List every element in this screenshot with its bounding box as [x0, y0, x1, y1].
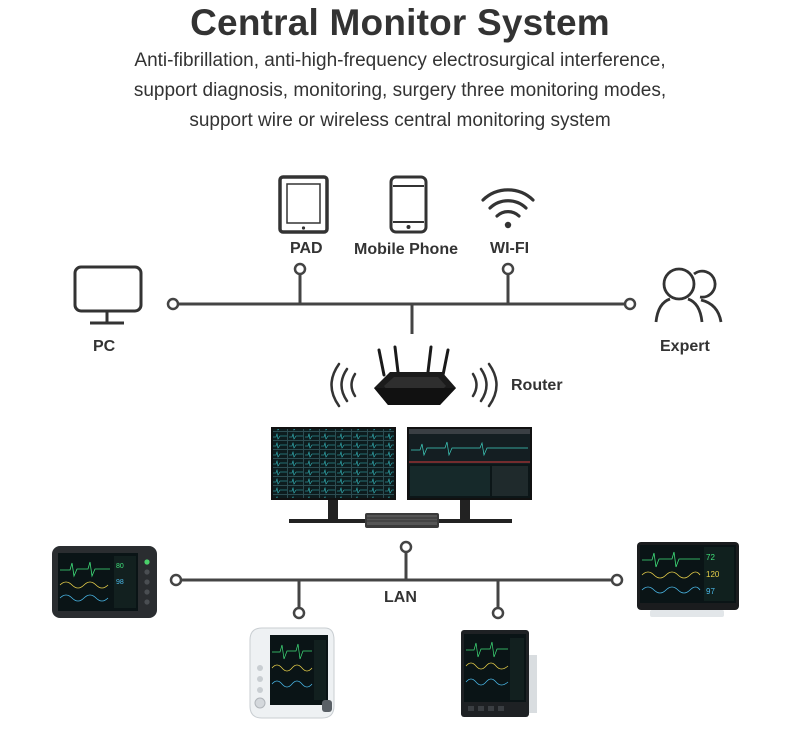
central-station-right-monitor	[407, 427, 532, 523]
pc-label: PC	[93, 338, 116, 355]
tablet-icon	[278, 175, 329, 234]
router-label: Router	[511, 377, 563, 394]
svg-text:72: 72	[706, 553, 715, 562]
subtitle-line-3: support wire or wireless central monitor…	[189, 110, 611, 131]
desktop-monitor-icon	[73, 265, 143, 325]
subtitle-line-1: Anti-fibrillation, anti-high-frequency e…	[134, 50, 666, 71]
top-network-bus	[166, 262, 637, 334]
patient-monitor-bottom-left	[249, 627, 335, 719]
patient-monitor-right: 72 120 97	[637, 542, 739, 617]
svg-text:120: 120	[706, 570, 720, 579]
svg-text:98: 98	[116, 579, 124, 586]
expert-label: Expert	[660, 338, 710, 355]
wifi-icon	[481, 188, 535, 229]
lan-bus	[169, 540, 624, 620]
mobile-phone-label: Mobile Phone	[354, 241, 458, 258]
pad-label: PAD	[290, 240, 323, 257]
svg-text:80: 80	[116, 563, 124, 570]
wifi-label: WI-FI	[490, 240, 530, 257]
patient-monitor-left: 80 98	[52, 546, 157, 618]
subtitle-line-2: support diagnosis, monitoring, surgery t…	[133, 80, 667, 101]
users-icon	[654, 267, 723, 323]
router-icon	[330, 345, 498, 408]
svg-text:97: 97	[706, 587, 715, 596]
central-station-left-monitor	[271, 427, 396, 523]
mobile-phone-icon	[389, 175, 428, 234]
lan-label: LAN	[384, 589, 417, 606]
page-title: Central Monitor System	[190, 2, 610, 43]
keyboard-icon	[365, 513, 439, 528]
patient-monitor-bottom-right	[461, 630, 537, 717]
